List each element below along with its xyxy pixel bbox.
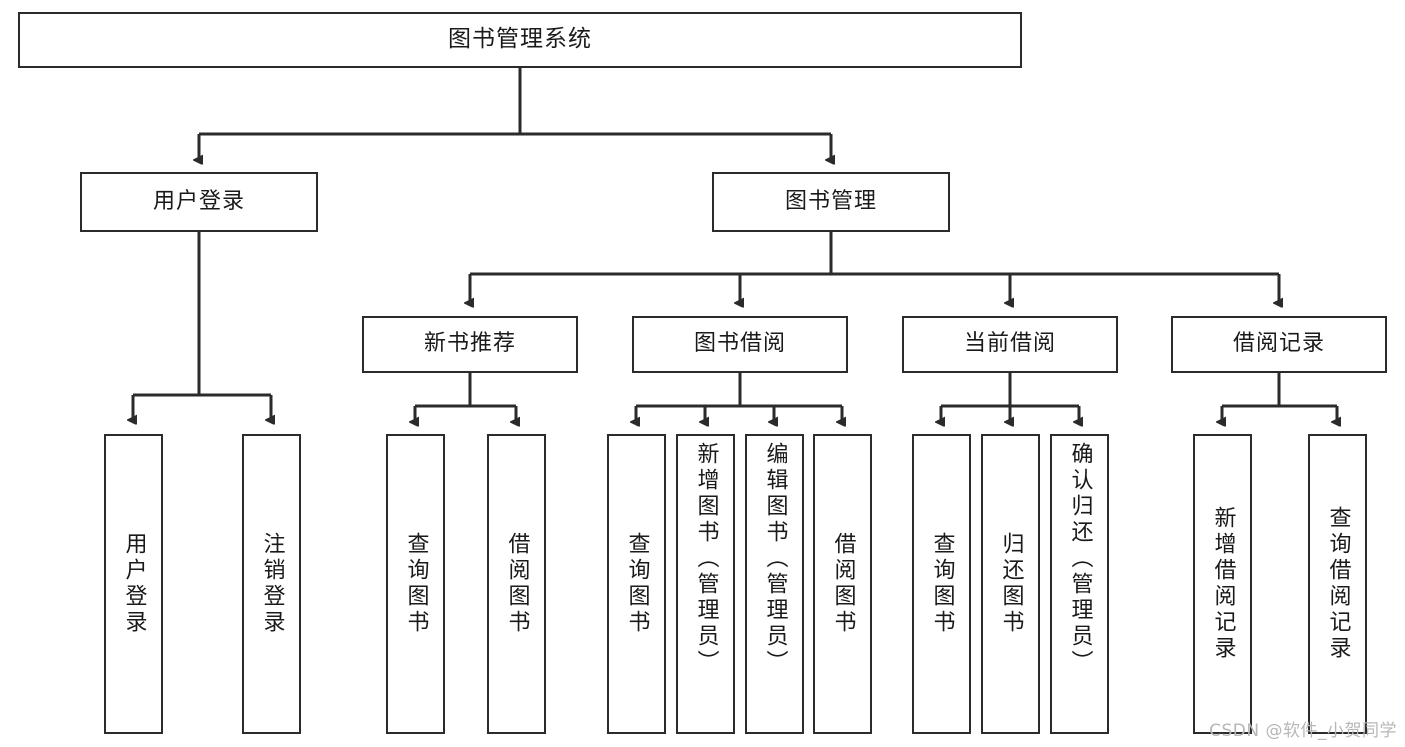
node-label: 查询图书	[403, 532, 429, 636]
node-label: 新书推荐	[423, 331, 516, 357]
leaf-current-borrow-confirm-return-admin[interactable]: 确认归还（管理员）	[1050, 434, 1109, 734]
leaf-user-login-login[interactable]: 用户登录	[104, 434, 163, 734]
node-label: 新增借阅记录	[1210, 506, 1236, 662]
leaf-current-borrow-query-book[interactable]: 查询图书	[912, 434, 971, 734]
leaf-book-borrow-borrow-book[interactable]: 借阅图书	[813, 434, 872, 734]
node-label: 编辑图书（管理员）	[762, 442, 788, 676]
node-label: 图书管理	[784, 188, 877, 214]
leaf-borrow-record-add-record[interactable]: 新增借阅记录	[1193, 434, 1252, 734]
node-label: 查询图书	[929, 532, 955, 636]
node-label: 图书管理系统	[448, 26, 592, 53]
watermark-text: CSDN @软件_小贺同学	[1209, 721, 1397, 741]
node-current-borrow[interactable]: 当前借阅	[902, 316, 1118, 373]
leaf-new-book-borrow-book[interactable]: 借阅图书	[487, 434, 546, 734]
node-label: 归还图书	[998, 532, 1024, 636]
node-label: 借阅图书	[830, 532, 856, 636]
node-label: 借阅记录	[1232, 331, 1325, 357]
node-root-system[interactable]: 图书管理系统	[18, 12, 1022, 68]
node-label: 查询借阅记录	[1325, 506, 1351, 662]
leaf-borrow-record-query-record[interactable]: 查询借阅记录	[1308, 434, 1367, 734]
node-borrow-record[interactable]: 借阅记录	[1171, 316, 1387, 373]
leaf-book-borrow-edit-book-admin[interactable]: 编辑图书（管理员）	[745, 434, 804, 734]
node-label: 图书借阅	[693, 331, 786, 357]
node-label: 用户登录	[152, 188, 245, 214]
node-label: 注销登录	[259, 532, 285, 636]
leaf-new-book-query-book[interactable]: 查询图书	[386, 434, 445, 734]
node-new-book-recommend[interactable]: 新书推荐	[362, 316, 578, 373]
node-label: 确认归还（管理员）	[1067, 442, 1093, 676]
leaf-book-borrow-query-book[interactable]: 查询图书	[607, 434, 666, 734]
node-label: 当前借阅	[963, 331, 1056, 357]
node-label: 新增图书（管理员）	[693, 442, 719, 676]
leaf-user-login-logout[interactable]: 注销登录	[242, 434, 301, 734]
node-label: 借阅图书	[504, 532, 530, 636]
node-label: 查询图书	[624, 532, 650, 636]
leaf-current-borrow-return-book[interactable]: 归还图书	[981, 434, 1040, 734]
leaf-book-borrow-add-book-admin[interactable]: 新增图书（管理员）	[676, 434, 735, 734]
node-label: 用户登录	[121, 532, 147, 636]
node-book-borrow[interactable]: 图书借阅	[632, 316, 848, 373]
node-user-login[interactable]: 用户登录	[80, 172, 318, 232]
node-book-management[interactable]: 图书管理	[712, 172, 950, 232]
